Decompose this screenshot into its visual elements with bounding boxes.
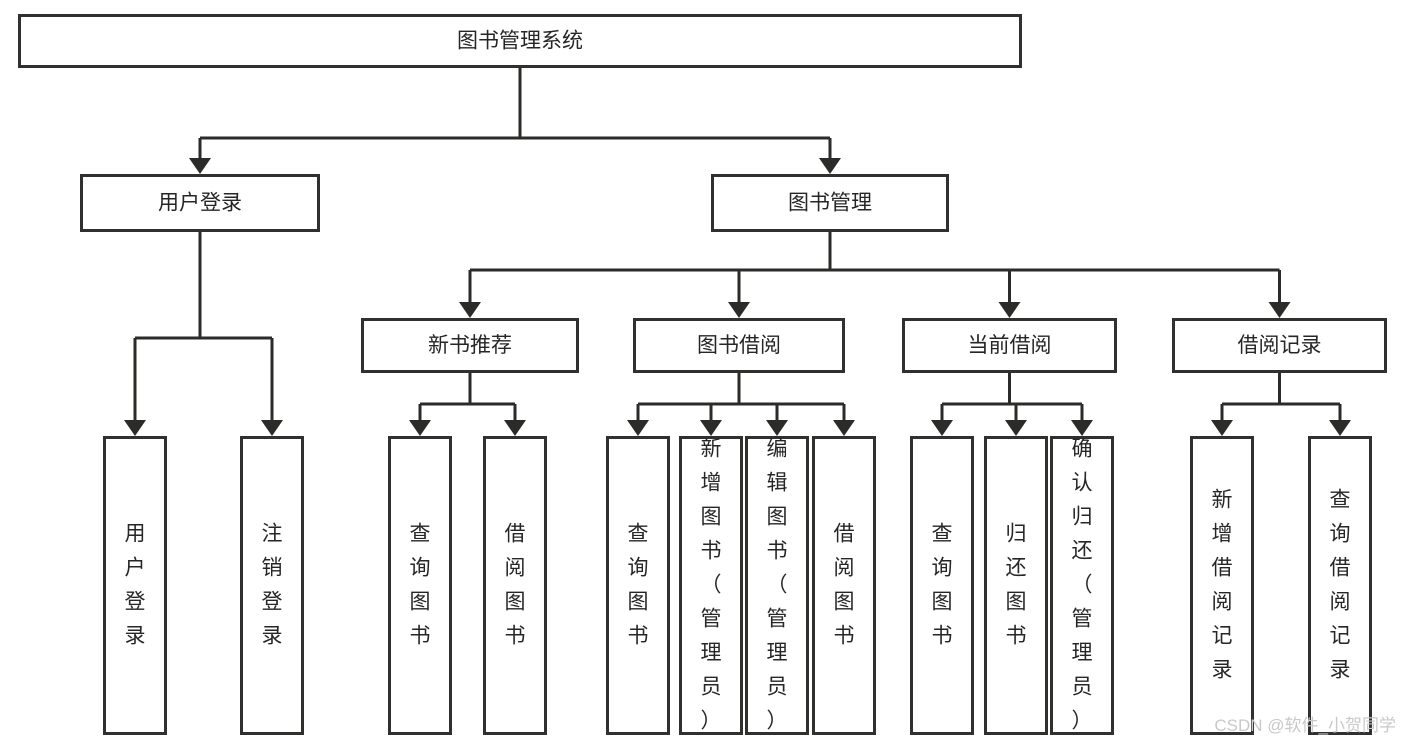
node-label: 查询图书 [410, 522, 431, 647]
node-user-login[interactable]: 用户登录 [80, 174, 320, 232]
node-box [910, 436, 974, 735]
node-box [1172, 318, 1387, 373]
connector-layer [124, 68, 1351, 436]
node-box [18, 14, 1022, 68]
node-leaf-add-borrow-record[interactable]: 新增借阅记录 [1190, 436, 1254, 735]
node-box [711, 174, 949, 232]
node-label: 查询图书 [932, 522, 953, 647]
arrow-head-icon [998, 302, 1021, 318]
node-label: 归还图书 [1006, 522, 1027, 647]
node-box [483, 436, 547, 735]
arrow-head-icon [459, 302, 481, 318]
arrow-head-icon [1329, 420, 1351, 436]
node-borrow-record[interactable]: 借阅记录 [1172, 318, 1387, 373]
node-box [1050, 436, 1114, 735]
node-label: 用户登录 [125, 522, 146, 647]
node-leaf-borrow-book-rec[interactable]: 借阅图书 [483, 436, 547, 735]
node-box [902, 318, 1117, 373]
node-leaf-confirm-return-admin[interactable]: 确认归还（管理员） [1050, 436, 1114, 735]
node-label: 图书借阅 [697, 334, 781, 357]
arrow-head-icon [766, 420, 788, 436]
node-label: 借阅记录 [1238, 334, 1322, 357]
arrow-head-icon [627, 420, 649, 436]
node-label: 新增图书（管理员） [701, 437, 722, 732]
arrow-head-icon [189, 158, 211, 174]
node-label: 新增借阅记录 [1212, 488, 1233, 681]
arrow-head-icon [931, 420, 953, 436]
node-root[interactable]: 图书管理系统 [18, 14, 1022, 68]
arrow-head-icon [1005, 420, 1027, 436]
arrow-head-icon [833, 420, 855, 436]
arrow-head-icon [409, 420, 431, 436]
node-box [361, 318, 579, 373]
node-box [606, 436, 670, 735]
node-label: 当前借阅 [968, 334, 1052, 357]
arrow-head-icon [819, 158, 841, 174]
node-book-borrow[interactable]: 图书借阅 [633, 318, 845, 373]
arrow-head-icon [728, 302, 750, 318]
node-label: 查询借阅记录 [1330, 488, 1351, 681]
arrow-head-icon [1071, 420, 1093, 436]
node-label: 编辑图书（管理员） [767, 437, 788, 732]
node-label: 用户登录 [158, 192, 242, 215]
node-label: 借阅图书 [505, 522, 526, 647]
node-box [679, 436, 743, 735]
node-current-borrow[interactable]: 当前借阅 [902, 318, 1117, 373]
node-label: 图书管理系统 [457, 30, 583, 53]
arrow-head-icon [504, 420, 526, 436]
node-label: 确认归还（管理员） [1072, 437, 1093, 732]
node-label: 图书管理 [788, 192, 872, 215]
node-new-book-recommend[interactable]: 新书推荐 [361, 318, 579, 373]
node-label: 查询图书 [628, 522, 649, 647]
node-label: 注销登录 [262, 522, 283, 647]
node-box [1308, 436, 1372, 735]
node-box [984, 436, 1048, 735]
node-box [388, 436, 452, 735]
node-box [745, 436, 809, 735]
node-label: 新书推荐 [428, 334, 512, 357]
node-leaf-query-book-current[interactable]: 查询图书 [910, 436, 974, 735]
node-leaf-add-book-admin[interactable]: 新增图书（管理员） [679, 436, 743, 735]
node-box [80, 174, 320, 232]
node-leaf-borrow-book[interactable]: 借阅图书 [812, 436, 876, 735]
arrow-head-icon [1268, 302, 1291, 318]
node-book-manage[interactable]: 图书管理 [711, 174, 949, 232]
node-box [812, 436, 876, 735]
node-leaf-user-login[interactable]: 用户登录 [103, 436, 167, 735]
node-leaf-user-logout[interactable]: 注销登录 [240, 436, 304, 735]
node-layer: 图书管理系统用户登录图书管理新书推荐图书借阅当前借阅借阅记录用户登录注销登录查询… [18, 14, 1387, 735]
node-box [103, 436, 167, 735]
node-leaf-query-book-borrow[interactable]: 查询图书 [606, 436, 670, 735]
node-box [1190, 436, 1254, 735]
node-leaf-edit-book-admin[interactable]: 编辑图书（管理员） [745, 436, 809, 735]
arrow-head-icon [124, 420, 146, 436]
node-box [633, 318, 845, 373]
node-leaf-return-book[interactable]: 归还图书 [984, 436, 1048, 735]
csdn-watermark: CSDN @软件_小贺同学 [1214, 716, 1396, 735]
arrow-head-icon [1211, 420, 1233, 436]
node-label: 借阅图书 [834, 522, 855, 647]
arrow-head-icon [700, 420, 722, 436]
node-box [240, 436, 304, 735]
node-leaf-query-borrow-record[interactable]: 查询借阅记录 [1308, 436, 1372, 735]
node-leaf-query-book-rec[interactable]: 查询图书 [388, 436, 452, 735]
arrow-head-icon [261, 420, 283, 436]
